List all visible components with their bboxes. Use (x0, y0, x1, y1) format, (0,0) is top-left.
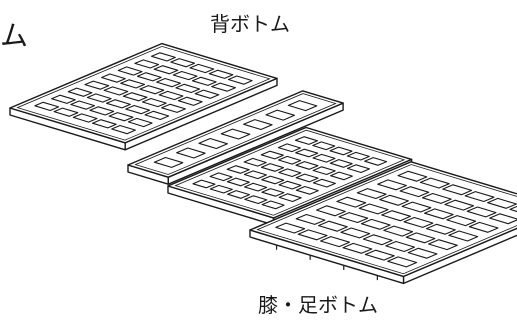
back-bottom-label: 背ボトム (210, 14, 290, 34)
knee-foot-bottom-label: 膝・足ボトム (258, 295, 378, 315)
partial-label-left: ム (0, 22, 28, 50)
